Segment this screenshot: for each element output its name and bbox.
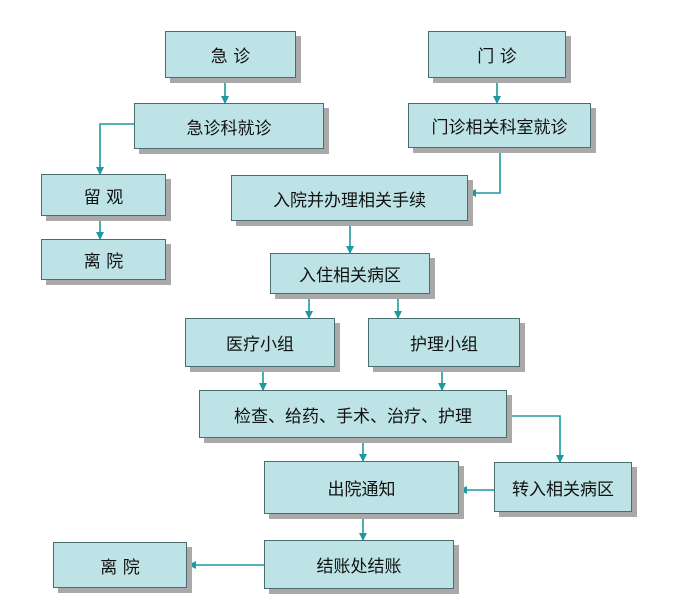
node-nursing-team: 护理小组 [368,318,520,367]
node-outpatient-dept: 门诊相关科室就诊 [408,103,591,148]
arrow-outpatient-dept-to-admission [468,148,501,197]
arrow-dept-to-observation [96,123,134,175]
node-admission: 入院并办理相关手续 [231,175,468,221]
node-ward: 入住相关病区 [270,253,430,294]
arrow-treatment-to-transfer [507,415,564,463]
node-medical-team: 医疗小组 [185,318,335,367]
node-discharge-top: 离 院 [41,239,166,280]
node-outpatient: 门 诊 [428,31,566,78]
node-transfer: 转入相关病区 [494,462,632,512]
node-settlement: 结账处结账 [264,540,454,589]
node-emergency-dept: 急诊科就诊 [134,103,324,149]
node-discharge-notice: 出院通知 [264,461,459,514]
node-treatment: 检查、给药、手术、治疗、护理 [199,390,507,438]
node-discharge-bottom: 离 院 [53,542,187,588]
node-emergency: 急 诊 [165,31,296,78]
node-observation: 留 观 [41,174,166,216]
